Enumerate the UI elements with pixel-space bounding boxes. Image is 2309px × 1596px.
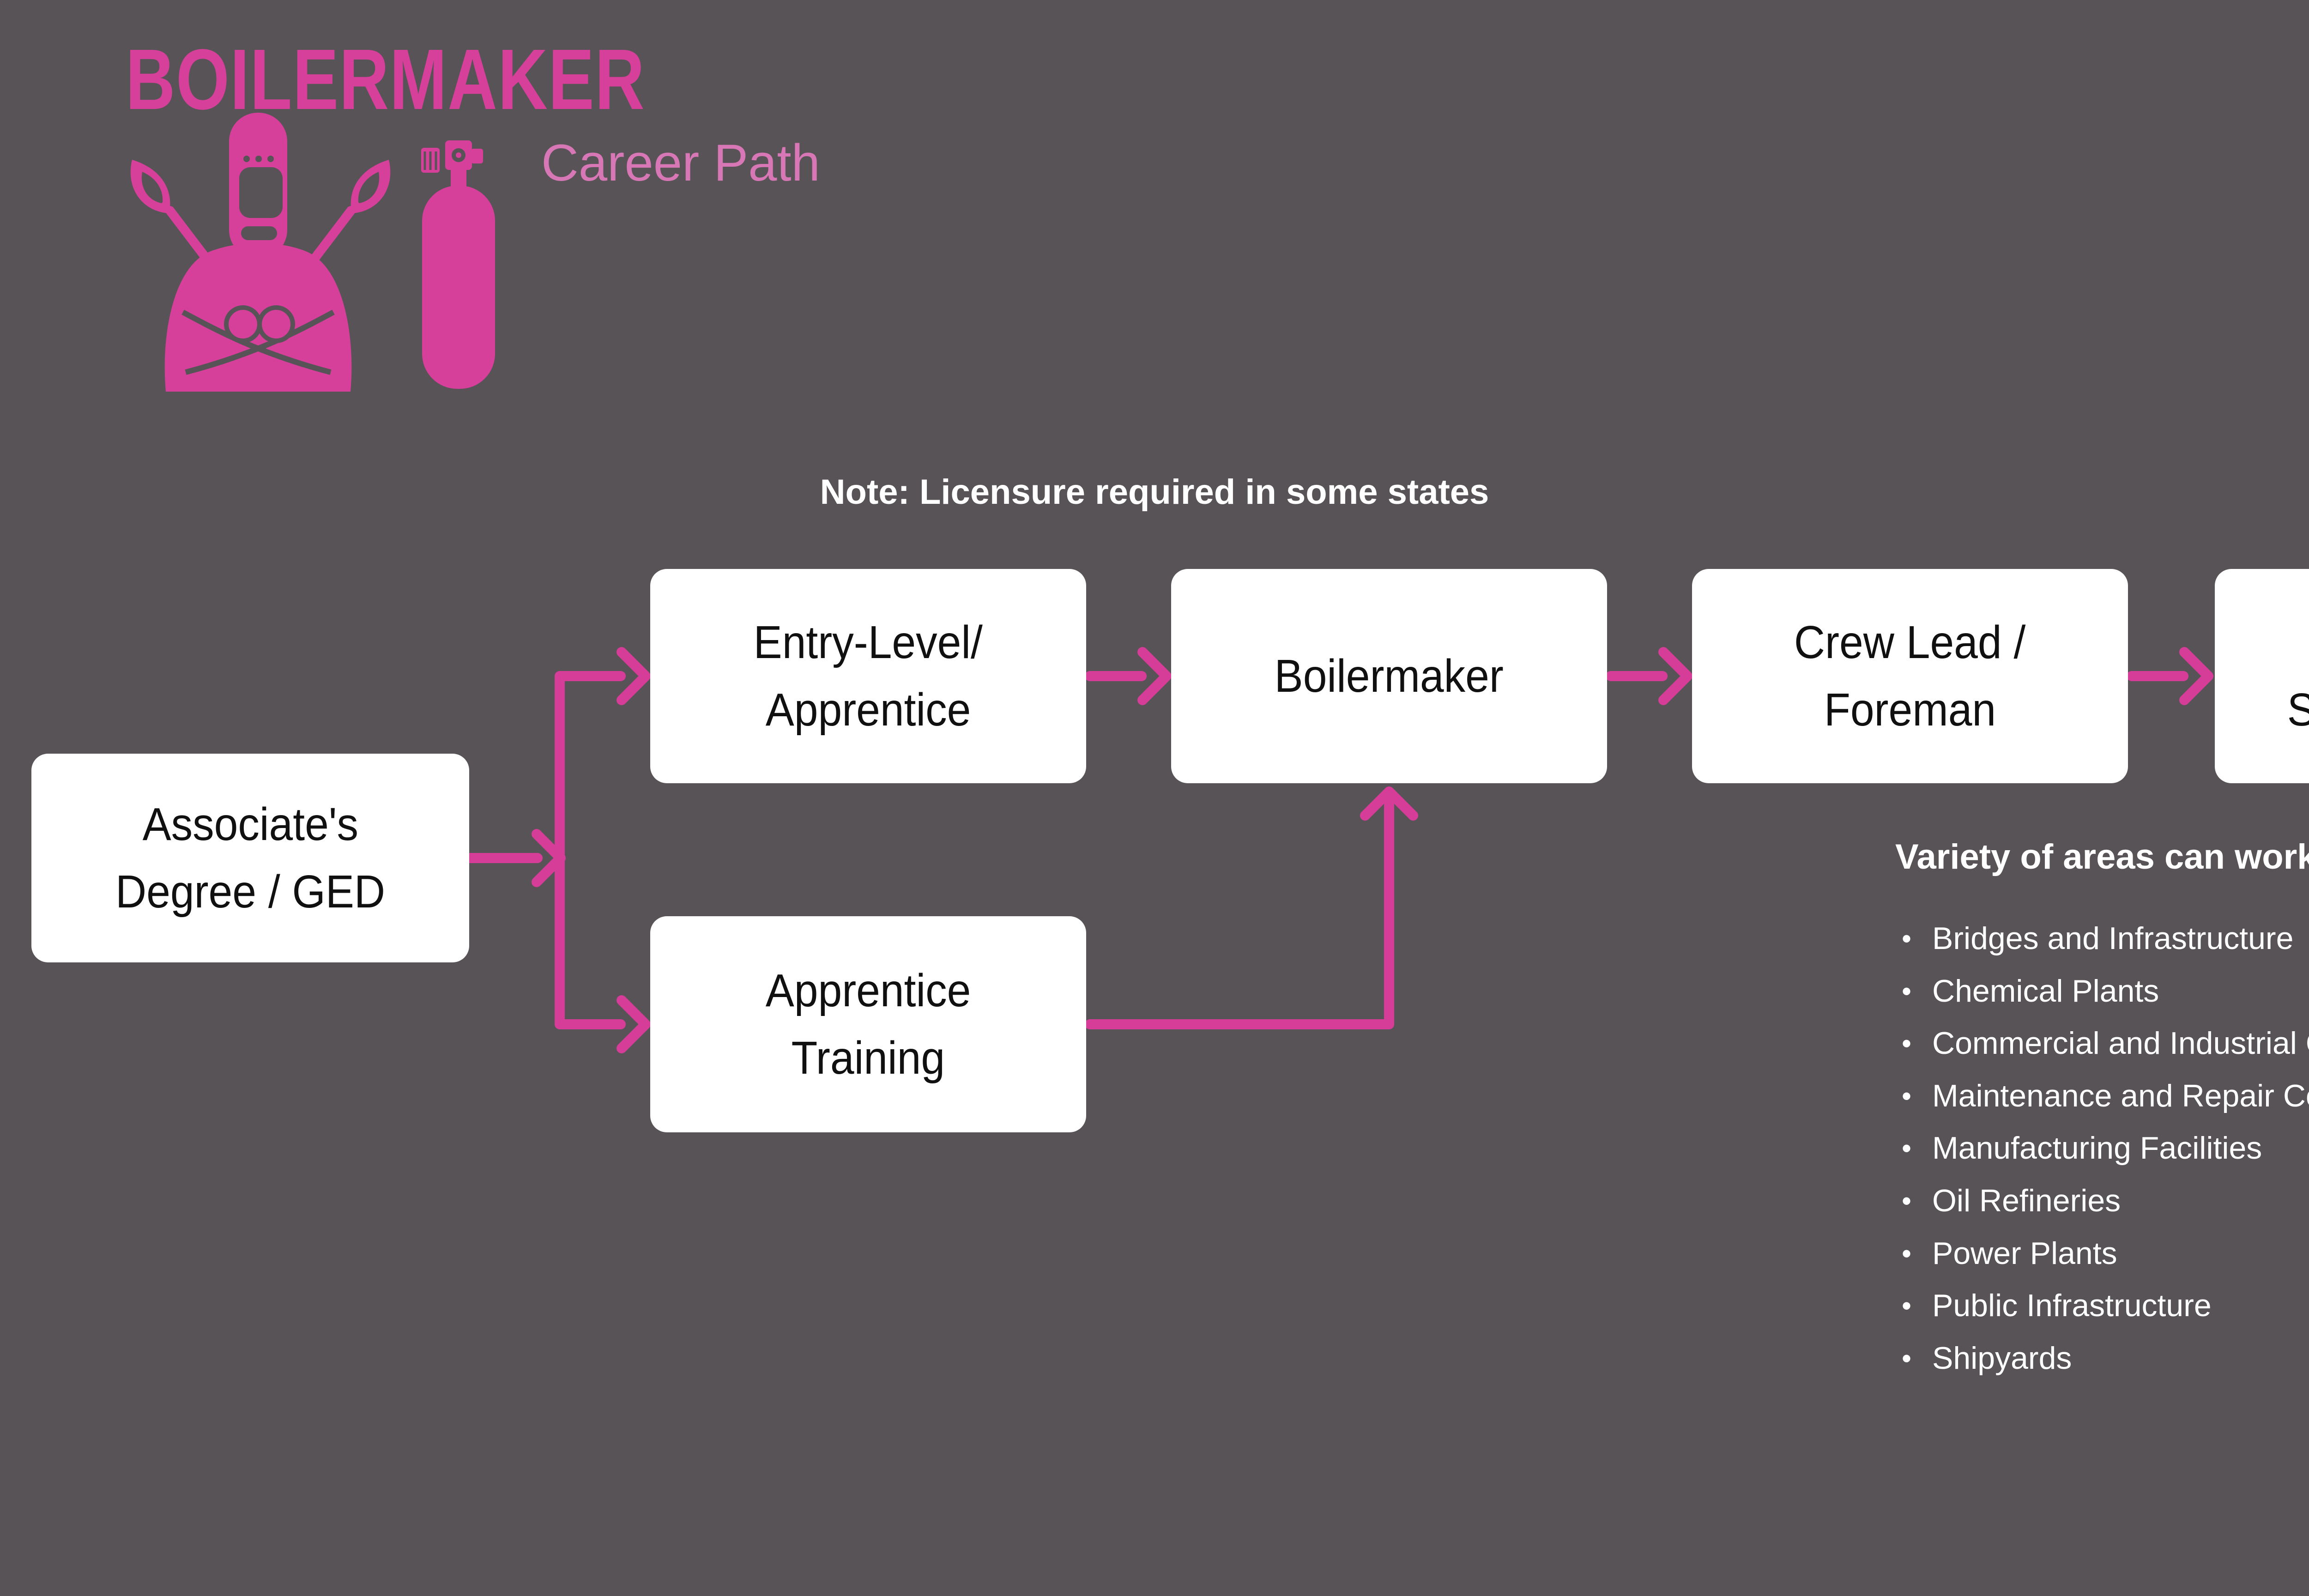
flow-node-crew-lead-foreman: Crew Lead / Foreman [1692,569,2128,783]
welder-mascot-icon [130,113,495,392]
flow-node-entry-level-apprentice: Entry-Level/ Apprentice [650,569,1086,783]
gas-cylinder-icon [421,140,495,389]
licensure-note: Note: Licensure required in some states [820,472,1489,512]
flow-node-label: Apprentice [765,965,971,1016]
page-subtitle: Career Path [541,134,820,192]
flow-node-label: Apprentice [765,684,971,736]
flow-node-label: Superintendent [2287,676,2309,744]
work-area-item: Oil Refineries [1902,1175,2309,1227]
flow-node-apprentice-training: Apprentice Training [650,916,1086,1132]
work-area-item: Public Infrastructure [1902,1280,2309,1332]
arrowhead-assoc [532,829,566,887]
page-title: BOILERMAKER [126,32,646,127]
flow-node-label: Training [791,1032,945,1084]
branch-trunk [555,671,626,1029]
arrowhead-entry-boiler [1137,647,1172,705]
arrowhead-crew-site [2179,647,2213,705]
arrowhead-training-boiler [1360,786,1418,821]
work-areas-list: Bridges and Infrastructure Chemical Plan… [1902,913,2309,1384]
flow-node-label: Degree / GED [115,866,386,918]
flow-node-label: Entry-Level/ [753,617,983,668]
work-area-item: Manufacturing Facilities [1902,1122,2309,1175]
flow-node-boilermaker: Boilermaker [1171,569,1607,783]
work-area-item: Chemical Plants [1902,965,2309,1018]
work-areas-heading: Variety of areas can work at: [1895,837,2309,877]
flow-node-site-superintendent: Site Superintendent [2215,569,2309,783]
work-area-item: Commercial and Industrial Construction [1902,1017,2309,1070]
flow-node-associates-degree-ged: Associate's Degree / GED [31,754,469,962]
arrow-training-to-boiler [1085,790,1394,1029]
arrowhead-boiler-crew [1658,647,1692,705]
flow-node-label: Crew Lead / [1794,617,2026,668]
work-area-item: Bridges and Infrastructure [1902,913,2309,965]
work-area-item: Maintenance and Repair Companies [1902,1070,2309,1123]
flow-node-label: Boilermaker [1274,650,1504,702]
flow-node-label: Foreman [1824,684,1996,736]
work-area-item: Power Plants [1902,1227,2309,1280]
work-area-item: Shipyards [1902,1332,2309,1385]
arrowhead-to-entry [617,647,651,705]
arrowhead-to-training [617,995,651,1053]
flow-node-label: Associate's [142,798,358,850]
